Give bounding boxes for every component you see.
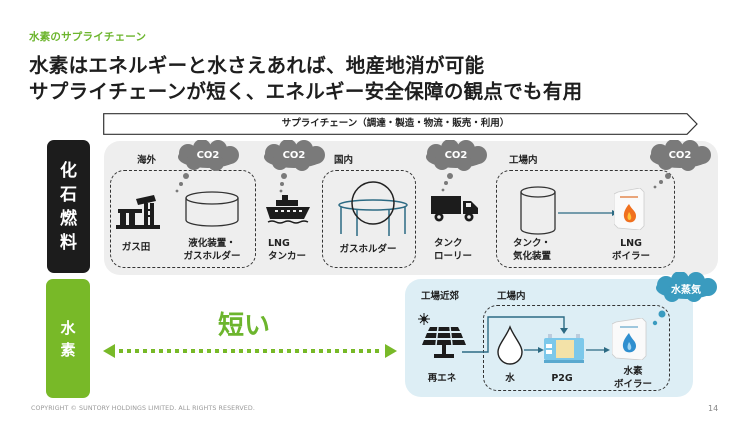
hydrogen-tab-char: 素 (60, 340, 76, 359)
section-kicker: 水素のサプライチェーン (29, 31, 147, 43)
page-title: 水素はエネルギーと水さえあれば、地産地消が可能 サプライチェーンが短く、エネルギ… (29, 53, 582, 105)
power-line (462, 316, 568, 353)
label-lng-tanker: LNG タンカー (268, 237, 312, 263)
fossil-tab-char: 石 (60, 184, 77, 205)
fossil-tab-char: 燃 (60, 208, 77, 229)
solar-panel-icon (418, 313, 466, 358)
supply-chain-arrow (103, 113, 698, 135)
label-renewable: 再エネ (427, 373, 457, 384)
label-line: ガスホルダー (183, 251, 241, 262)
co2-label: CO2 (668, 150, 692, 161)
storage-tank-icon (185, 191, 239, 227)
region-overseas: 海外 (137, 155, 157, 166)
p2g-electrolyzer-icon (544, 334, 584, 363)
double-arrow-dotted (103, 344, 397, 358)
supply-chain-label: サプライチェーン（調達・製造・物流・販売・利用） (281, 118, 510, 129)
ship-icon (266, 195, 310, 224)
cylinder-tank-icon (520, 186, 556, 235)
label-line: タンク・ (513, 238, 551, 249)
region-domestic: 国内 (334, 155, 354, 166)
title-line-1: 水素はエネルギーと水さえあれば、地産地消が可能 (29, 54, 485, 77)
fossil-tab-char: 料 (60, 232, 77, 253)
title-line-2: サプライチェーンが短く、エネルギー安全保障の観点でも有用 (29, 80, 583, 103)
label-line: ローリー (434, 251, 473, 262)
steam-label: 水蒸気 (671, 285, 701, 296)
label-gas-field: ガス田 (121, 242, 151, 253)
hydrogen-tab-char: 水 (60, 318, 76, 337)
co2-cloud-icon (426, 140, 487, 192)
short-label: 短い (218, 311, 271, 341)
page-number: 14 (708, 404, 719, 413)
label-lng-boiler: LNG ボイラー (606, 237, 656, 263)
co2-label: CO2 (282, 150, 306, 161)
label-liquefaction: 液化装置・ ガスホルダー (178, 237, 246, 263)
label-line: 液化装置・ (188, 238, 236, 249)
co2-label: CO2 (196, 150, 220, 161)
fossil-tab-char: 化 (60, 160, 77, 181)
label-line: 水素 (623, 366, 643, 377)
label-line: ボイラー (611, 251, 650, 262)
overseas-group (110, 170, 256, 268)
lng-boiler-icon (614, 188, 645, 230)
steam-cloud-icon (652, 272, 717, 326)
label-gas-holder: ガスホルダー (339, 244, 397, 255)
h2-factory-group (483, 305, 670, 391)
factory-group (496, 170, 675, 268)
tank-truck-icon (431, 196, 478, 222)
label-tank-vaporizer: タンク・ 気化装置 (513, 237, 569, 263)
label-line: ボイラー (613, 379, 652, 390)
label-line: 気化装置 (513, 251, 552, 262)
oil-pump-icon (116, 195, 160, 229)
label-line: タンク (434, 238, 463, 249)
label-line: LNG (620, 238, 642, 249)
copyright: COPYRIGHT © SUNTORY HOLDINGS LIMITED. AL… (31, 405, 255, 412)
label-h2-boiler: 水素 ボイラー (610, 365, 656, 391)
co2-cloud-icon (175, 140, 239, 193)
flow-arrow (558, 210, 618, 216)
domestic-group (322, 170, 416, 268)
co2-cloud-icon (264, 140, 325, 193)
gas-holder-icon (338, 181, 408, 236)
hydrogen-tab: 水 素 (46, 279, 90, 398)
label-p2g: P2G (551, 373, 573, 384)
region-near-factory: 工場近郊 (421, 291, 460, 302)
fossil-fuel-tab: 化 石 燃 料 (47, 140, 90, 273)
label-tank-lorry: タンク ローリー (434, 237, 478, 263)
flow-arrow (524, 347, 544, 353)
label-water: 水 (505, 373, 515, 384)
co2-cloud-icon (650, 140, 711, 189)
label-line: LNG (268, 238, 290, 249)
hydrogen-boiler-icon (612, 318, 647, 360)
region-factory-h2: 工場内 (497, 291, 526, 302)
flow-arrow (586, 347, 610, 353)
label-line: タンカー (268, 251, 307, 262)
region-factory: 工場内 (509, 155, 538, 166)
co2-label: CO2 (444, 150, 468, 161)
water-drop-icon (497, 325, 523, 365)
